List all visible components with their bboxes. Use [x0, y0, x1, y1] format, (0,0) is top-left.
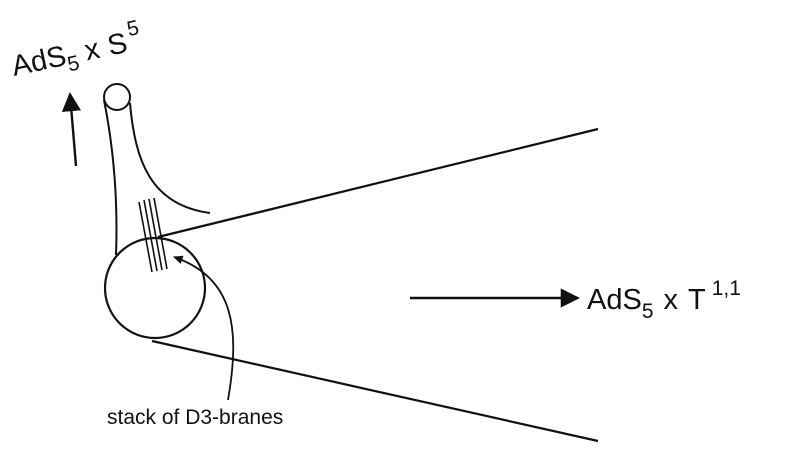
label-ads5-t11-base: AdS [587, 284, 642, 316]
label-ads5-s5-space: S [105, 27, 131, 62]
label-ads5-s5-times: x [82, 33, 103, 67]
label-ads5-s5: AdS5xS5 [7, 16, 146, 87]
up-arrow [61, 92, 82, 167]
cone-upper-line [157, 127, 599, 239]
label-ads5-s5-base: AdS [9, 40, 69, 83]
throat-left-wall [103, 99, 118, 256]
svg-text:AdS5xS5: AdS5xS5 [7, 16, 146, 87]
throat-end-circle [103, 83, 131, 111]
label-ads5-t11-sup: 1,1 [712, 277, 741, 300]
label-ads5-t11-times: x [664, 284, 679, 316]
brane-pointer-arrow [172, 255, 235, 401]
cone-tip-circle [103, 236, 207, 340]
d3-brane-stack [138, 197, 168, 273]
cone-lower-line [151, 339, 599, 443]
caption-d3-branes: stack of D3-branes [107, 406, 283, 429]
label-ads5-s5-sub: 5 [65, 51, 81, 76]
label-ads5-t11-space: T [688, 284, 706, 316]
throat-right-wall [129, 102, 211, 214]
label-ads5-s5-sup: 5 [125, 16, 141, 41]
label-ads5-t11-sub: 5 [642, 300, 654, 323]
